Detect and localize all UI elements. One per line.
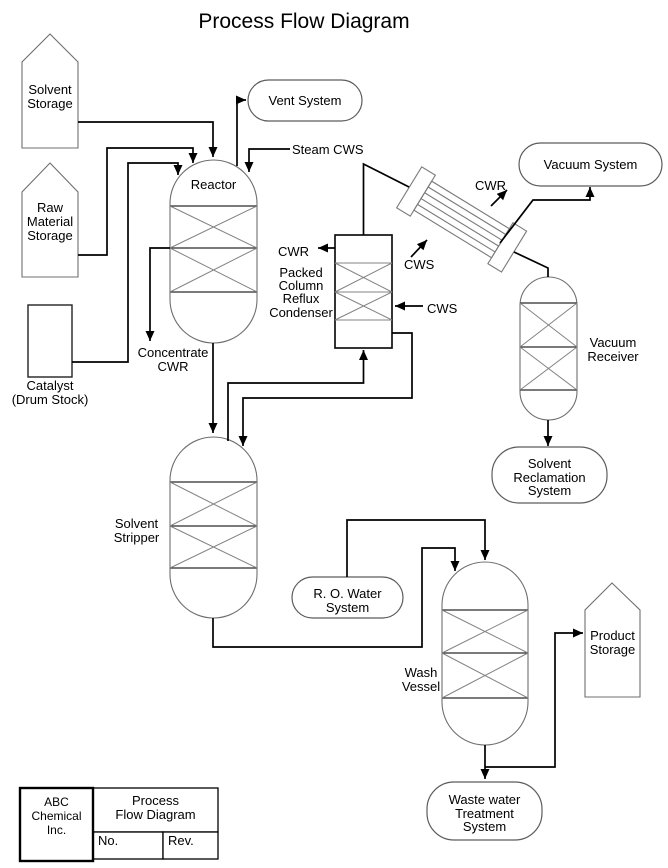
- solvent-stripper-label-1: Solvent: [115, 516, 159, 531]
- solvent-reclamation-label-3: System: [528, 483, 571, 498]
- cwr-vacuum-annotation: CWR: [475, 178, 506, 193]
- vacuum-receiver-label-2: Receiver: [587, 349, 639, 364]
- cwr-annotation-arrow: [490, 189, 508, 207]
- no-label: No.: [98, 833, 118, 848]
- line-wash-vessel-to-product-storage: [485, 628, 583, 768]
- line-steam-cws-to-reactor: [244, 148, 290, 172]
- reactor-vessel: [169, 159, 258, 344]
- catalyst-drum: [27, 304, 73, 378]
- line-column-bottoms-to-stripper: [238, 332, 413, 446]
- solvent-storage-label-1: Solvent: [28, 82, 72, 97]
- line-exchanger-to-vacuum-receiver: [513, 251, 549, 277]
- company-name-2: Chemical: [31, 809, 81, 823]
- line-stripper-overhead-to-column: [227, 350, 368, 441]
- line-raw-material-to-reactor: [78, 147, 198, 256]
- reactor-label: Reactor: [191, 177, 237, 192]
- vent-system-label: Vent System: [269, 93, 342, 108]
- line-solvent-storage-to-reactor: [78, 121, 218, 157]
- wash-vessel-label-1: Wash: [405, 665, 438, 680]
- solvent-reclamation-label-2: Reclamation: [513, 470, 585, 485]
- raw-material-label-1: Raw: [37, 200, 64, 215]
- concentrate-cwr-annotation-2: CWR: [157, 359, 188, 374]
- catalyst-label-1: Catalyst: [27, 378, 74, 393]
- raw-material-label-2: Material: [27, 214, 73, 229]
- title-block-rev-cell: [162, 831, 219, 860]
- waste-water-label-1: Waste water: [449, 792, 521, 807]
- line-stripper-bottoms-to-wash-vessel: [212, 547, 460, 648]
- line-catalyst-to-reactor: [72, 162, 183, 363]
- vacuum-system-label: Vacuum System: [544, 157, 638, 172]
- solvent-storage-tank: [21, 33, 79, 149]
- company-name-3: Inc.: [47, 823, 66, 837]
- wash-vessel: [441, 561, 529, 746]
- wash-vessel-label-2: Vessel: [402, 679, 440, 694]
- cwr-column-annotation: CWR: [278, 244, 309, 259]
- title-block-company-cell: [18, 786, 95, 863]
- line-concentrate-cwr-out: [145, 247, 170, 341]
- drawing-title-1: Process: [132, 793, 179, 808]
- packed-column-label-4: Condenser: [269, 305, 333, 320]
- solvent-storage-label-2: Storage: [27, 96, 73, 111]
- line-reactor-to-vent-system: [236, 95, 246, 166]
- solvent-reclamation-label-1: Solvent: [528, 456, 572, 471]
- product-storage-label-2: Storage: [590, 642, 636, 657]
- packed-column-label-3: Reflux: [283, 291, 320, 306]
- waste-water-label-3: System: [463, 819, 506, 834]
- cws-column-annotation: CWS: [427, 301, 458, 316]
- title-block: ABC Chemical Inc. Process Flow Diagram N…: [18, 786, 219, 863]
- line-ro-water-to-wash-vessel: [346, 519, 490, 577]
- rev-label: Rev.: [168, 833, 194, 848]
- solvent-reclamation-terminator: [491, 446, 608, 504]
- line-exchanger-to-vacuum-system: [499, 187, 595, 244]
- ro-water-label-1: R. O. Water: [313, 586, 382, 601]
- cws-annotation-arrow: [410, 239, 428, 258]
- packed-column-reflux-condenser: [334, 234, 393, 349]
- solvent-stripper-vessel: [169, 436, 258, 619]
- cws-exchanger-annotation: CWS: [404, 257, 435, 272]
- solvent-stripper-label-2: Stripper: [114, 530, 160, 545]
- packed-column-label-2: Column: [279, 278, 324, 293]
- waste-water-label-2: Treatment: [455, 806, 514, 821]
- company-name-1: ABC: [44, 795, 69, 809]
- raw-material-storage-tank: [21, 162, 79, 278]
- page-title: Process Flow Diagram: [198, 10, 409, 33]
- vacuum-system-terminator: [518, 142, 663, 187]
- drawing-title-2: Flow Diagram: [115, 807, 195, 822]
- concentrate-cwr-annotation-1: Concentrate: [138, 345, 209, 360]
- steam-cws-annotation: Steam CWS: [292, 142, 364, 157]
- catalyst-label-2: (Drum Stock): [12, 392, 89, 407]
- vent-system-terminator: [247, 79, 363, 122]
- packed-column-label-1: Packed: [279, 265, 322, 280]
- product-storage-tank: [584, 582, 641, 698]
- raw-material-label-3: Storage: [27, 228, 73, 243]
- line-column-top-to-exchanger: [362, 162, 410, 235]
- waste-water-terminator: [426, 781, 543, 841]
- product-storage-label-1: Product: [590, 628, 635, 643]
- ro-water-label-2: System: [326, 600, 369, 615]
- vacuum-receiver-label-1: Vacuum: [590, 335, 637, 350]
- vacuum-receiver-vessel: [519, 276, 578, 421]
